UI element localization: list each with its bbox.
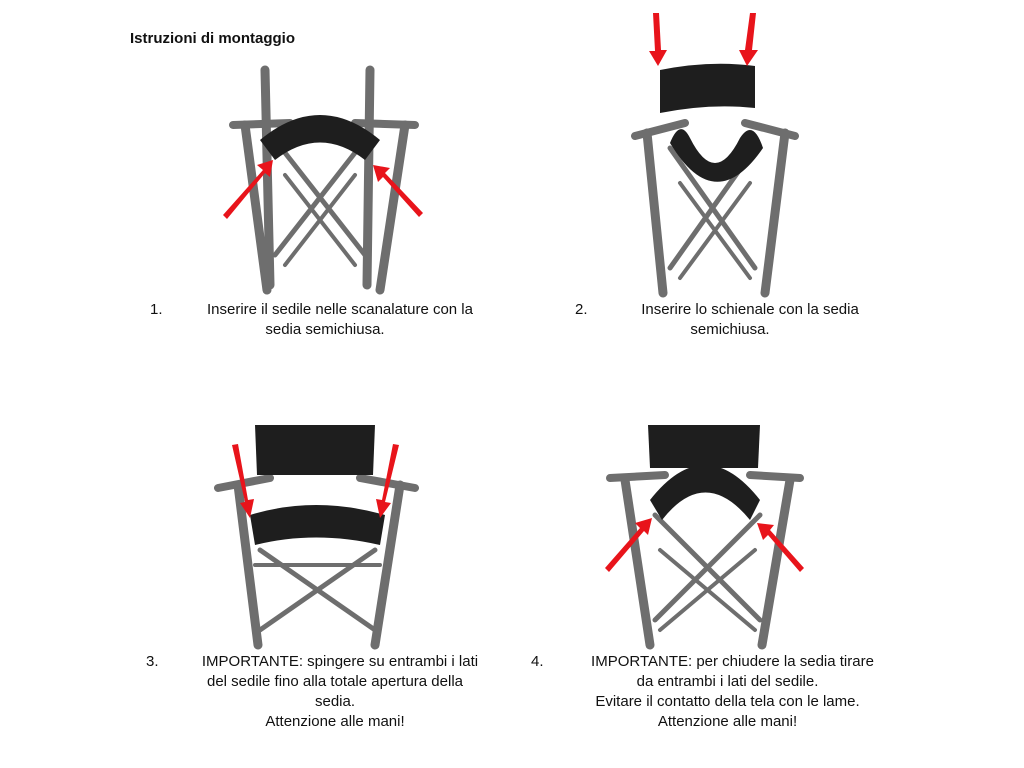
step-3-caption: 3. IMPORTANTE: spingere su entrambi i la… <box>140 652 500 732</box>
arrow-icon <box>232 444 399 518</box>
caption-line: IMPORTANTE: per chiudere la sedia tirare <box>591 653 874 670</box>
step-number: 3. <box>146 653 159 670</box>
caption-line: sedia semichiusa. <box>265 321 385 338</box>
arrow-icon <box>605 518 804 572</box>
step-number: 4. <box>531 653 544 670</box>
caption-line: Evitare il contatto della tela con le la… <box>595 693 860 710</box>
step-2-caption: 2. Inserire lo schienale con la sedia se… <box>560 300 900 340</box>
chair-step-3-image <box>214 425 419 650</box>
step-number: 1. <box>150 301 163 318</box>
chair-step-4-image <box>605 425 804 650</box>
caption-line: sedia. <box>314 693 356 710</box>
caption-line: del sedile fino alla totale apertura del… <box>206 673 463 690</box>
chair-step-2-image <box>631 13 799 298</box>
caption-line: Attenzione alle mani! <box>657 713 798 730</box>
chair-step-1-image <box>223 65 423 295</box>
step-4-caption: 4. IMPORTANTE: per chiudere la sedia tir… <box>525 652 900 732</box>
step-number: 2. <box>575 301 588 318</box>
caption-line: Inserire il sedile nelle scanalature con… <box>207 301 473 318</box>
caption-line: Attenzione alle mani! <box>265 713 405 730</box>
arrow-icon <box>223 160 423 219</box>
page-title: Istruzioni di montaggio <box>130 30 295 47</box>
caption-line: da entrambi i lati del sedile. <box>636 673 819 690</box>
arrow-icon <box>649 13 758 66</box>
step-1-caption: 1. Inserire il sedile nelle scanalature … <box>150 300 500 340</box>
caption-line: IMPORTANTE: spingere su entrambi i lati <box>201 653 479 670</box>
caption-line: Inserire lo schienale con la sedia <box>641 301 859 318</box>
caption-line: semichiusa. <box>690 321 770 338</box>
